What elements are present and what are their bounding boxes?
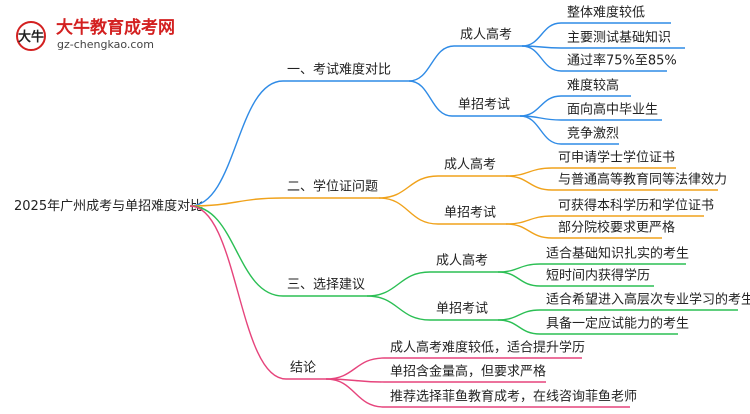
root-connector	[189, 80, 284, 207]
leaf-item: 可申请学士学位证书	[558, 150, 675, 166]
node-single-exam: 单招考试	[436, 302, 488, 317]
leaf-item: 主要测试基础知识	[567, 30, 671, 46]
branch-label-exam-difficulty: 一、考试难度对比	[287, 62, 391, 78]
leaf-connector	[497, 271, 541, 287]
branch-connector	[408, 80, 453, 117]
leaf-item: 难度较高	[567, 78, 619, 94]
node-adult-exam: 成人高考	[436, 253, 488, 269]
leaf-item: 短时间内获得学历	[546, 268, 650, 284]
leaf-connector	[521, 22, 562, 47]
branch-connector	[378, 197, 439, 225]
leaf-connector	[505, 175, 553, 191]
leaf-item: 适合希望进入高层次专业学习的考生	[546, 292, 750, 308]
logo-site-name: 大牛教育成考网	[56, 17, 175, 38]
branch-choice-advice: 三、选择建议 成人高考 适合基础知识扎实的考生 短时间内获得学历 单招考试 适合…	[287, 246, 750, 332]
leaf-connector	[497, 319, 541, 335]
branch-connector	[378, 175, 439, 199]
leaf-connector	[325, 357, 385, 380]
node-single-exam: 单招考试	[458, 98, 510, 113]
root-connector	[189, 205, 284, 297]
leaf-connector	[325, 378, 385, 408]
leaf-item: 可获得本科学历和学位证书	[558, 198, 714, 214]
logo-mark-text: 大牛	[18, 29, 44, 45]
leaf-connector	[505, 223, 553, 239]
branch-exam-difficulty: 一、考试难度对比 成人高考 整体难度较低 主要测试基础知识 通过率75%至85%…	[287, 5, 677, 142]
branch-label-choice-advice: 三、选择建议	[287, 278, 365, 293]
leaf-item: 适合基础知识扎实的考生	[546, 246, 689, 262]
leaf-item: 与普通高等教育同等法律效力	[558, 172, 727, 188]
branch-connector	[408, 45, 455, 82]
leaf-item: 具备一定应试能力的考生	[546, 316, 689, 332]
root-connector	[189, 205, 287, 380]
leaf-item: 推荐选择菲鱼教育成考，在线咨询菲鱼老师	[390, 389, 637, 405]
leaf-item: 单招含金量高，但要求严格	[390, 364, 546, 380]
leaf-item: 整体难度较低	[567, 5, 645, 21]
root-connector	[189, 197, 284, 207]
branch-connector	[366, 271, 431, 297]
node-adult-exam: 成人高考	[460, 27, 512, 43]
leaf-connector	[519, 115, 562, 145]
leaf-item: 面向高中毕业生	[567, 102, 658, 118]
branch-degree-certificate: 二、学位证问题 成人高考 可申请学士学位证书 与普通高等教育同等法律效力 单招考…	[287, 150, 727, 236]
leaf-connector	[497, 309, 541, 321]
node-single-exam: 单招考试	[444, 206, 496, 221]
leaf-connector	[505, 167, 553, 177]
leaf-connector	[497, 263, 541, 273]
logo-site-url: gz-chengkao.com	[57, 38, 154, 51]
leaf-item: 通过率75%至85%	[567, 53, 677, 69]
leaf-item: 竞争激烈	[567, 126, 619, 142]
leaf-connector	[521, 45, 562, 72]
branch-conclusion: 结论 成人高考难度较低，适合提升学历 单招含金量高，但要求严格 推荐选择菲鱼教育…	[290, 340, 637, 405]
connector-lines	[189, 22, 738, 408]
branch-connector	[366, 295, 431, 321]
site-logo[interactable]: 大牛 大牛教育成考网 gz-chengkao.com	[16, 17, 175, 51]
leaf-item: 成人高考难度较低，适合提升学历	[390, 340, 585, 356]
logo-mark-icon: 大牛	[16, 21, 46, 51]
branch-label-degree-certificate: 二、学位证问题	[287, 179, 378, 195]
branch-label-conclusion: 结论	[290, 361, 316, 376]
node-adult-exam: 成人高考	[444, 157, 496, 173]
leaf-item: 部分院校要求更严格	[558, 220, 675, 236]
leaf-connector	[505, 215, 553, 225]
root-topic: 2025年广州成考与单招难度对比	[14, 198, 203, 214]
leaf-connector	[519, 95, 562, 117]
